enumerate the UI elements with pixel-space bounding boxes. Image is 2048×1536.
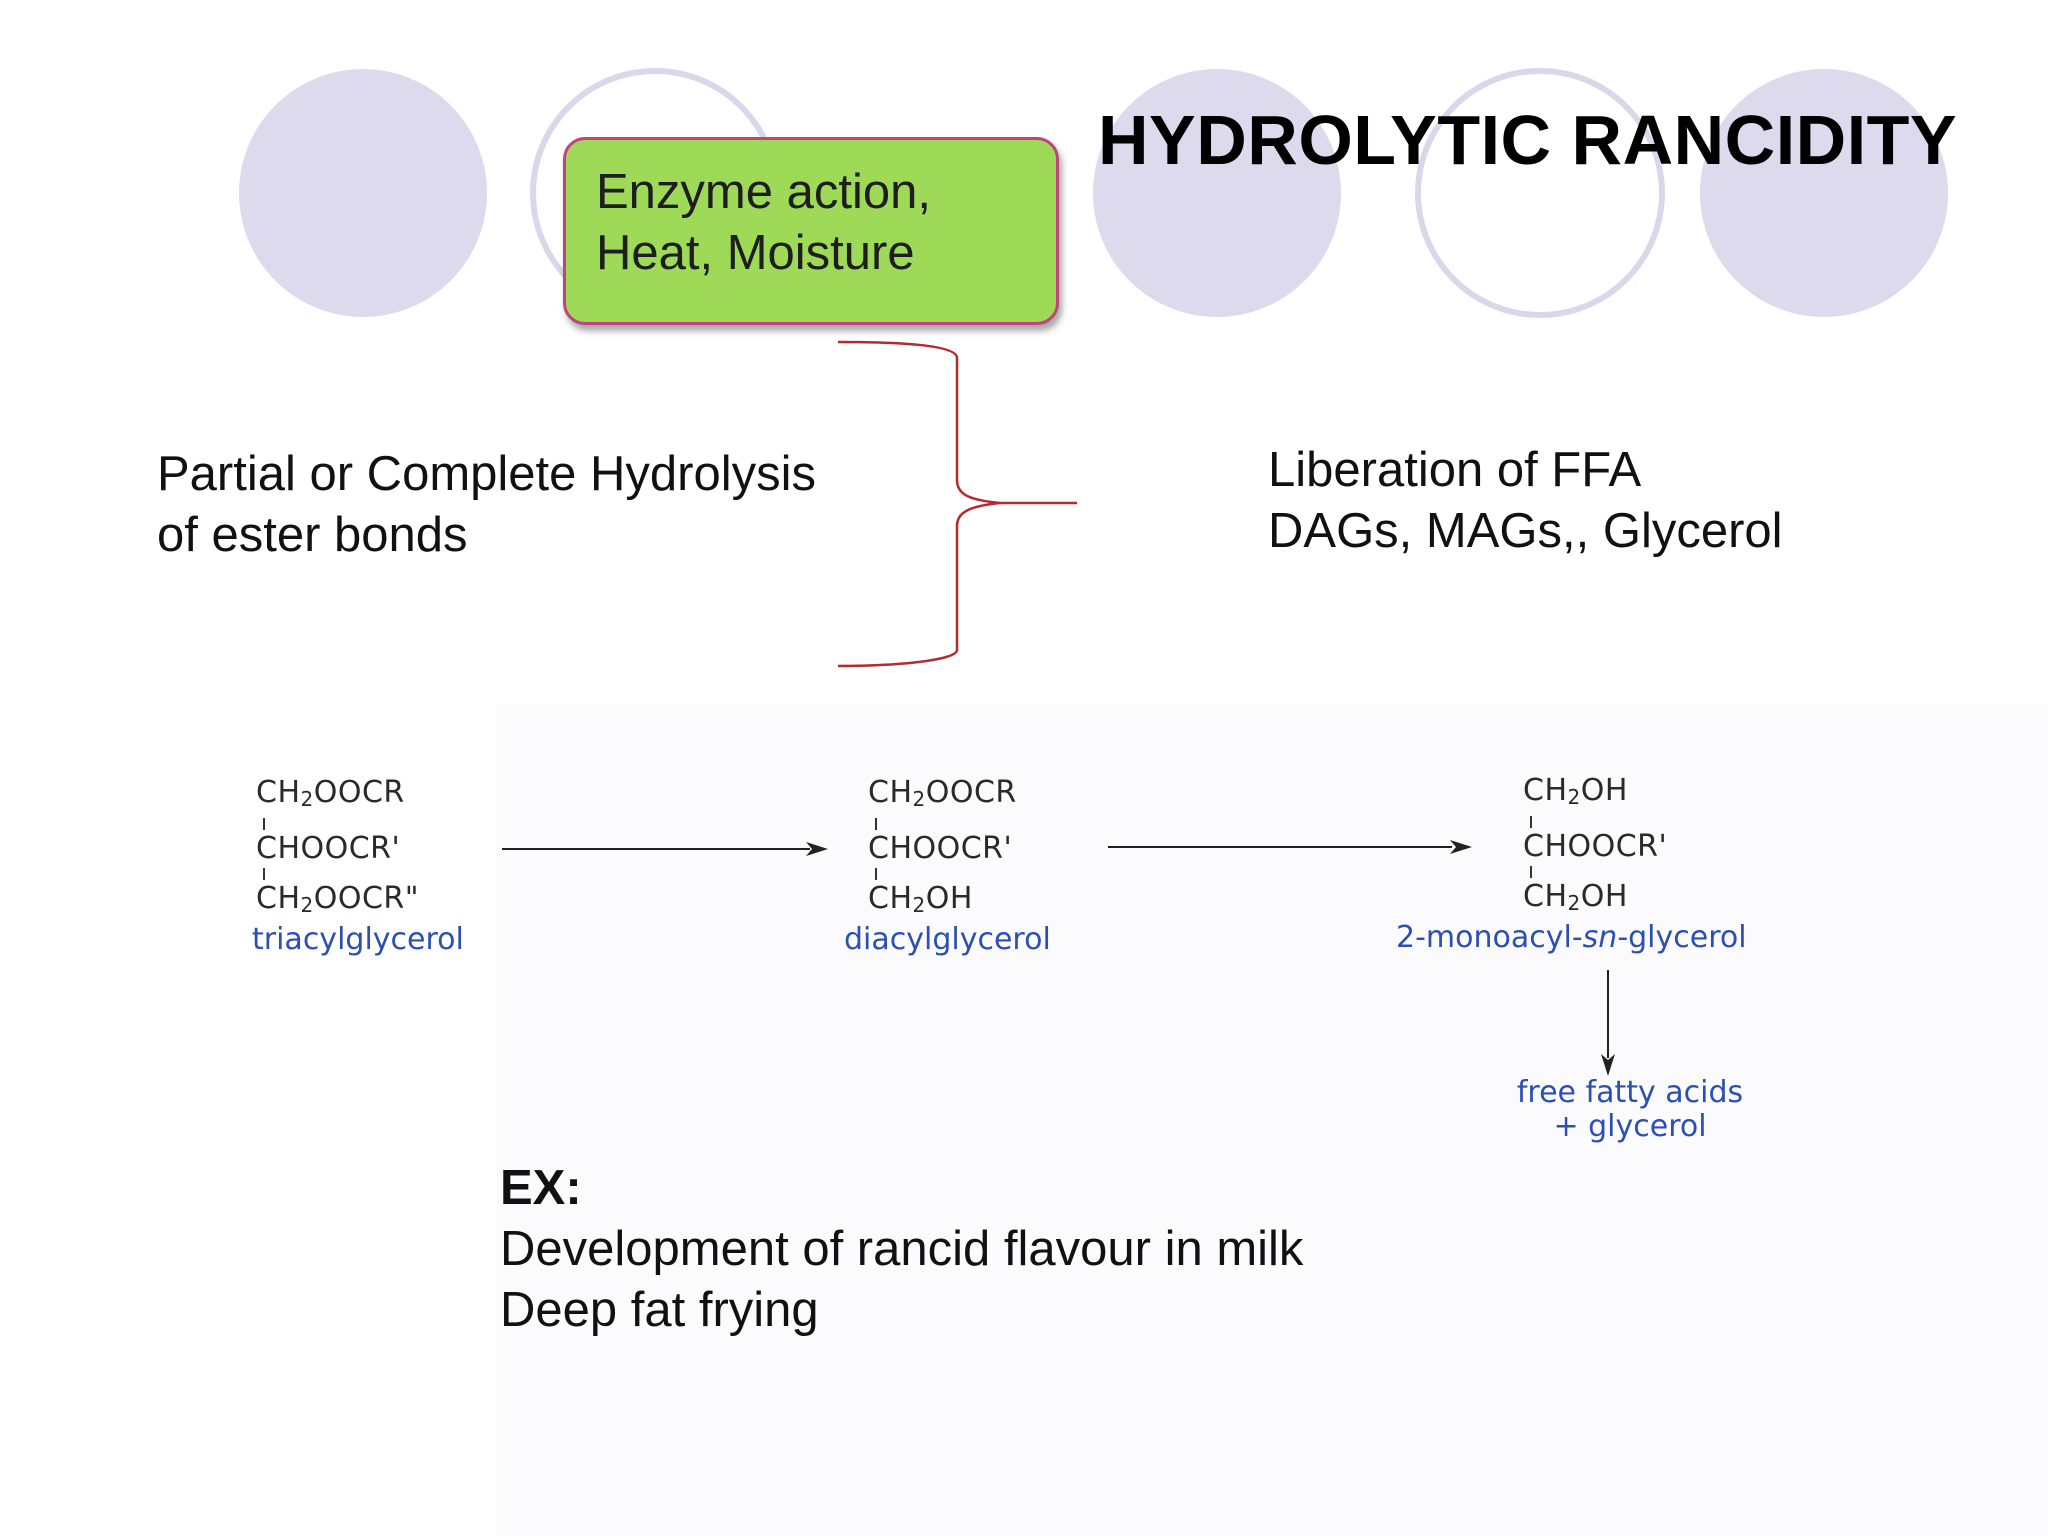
conditions-line-2: Heat, Moisture — [596, 226, 915, 280]
hydrolysis-products: free fatty acids + glycerol — [1470, 1076, 1790, 1144]
decor-circle-filled — [239, 69, 487, 317]
formula-row: CHOOCR' — [1523, 816, 1667, 872]
arrow-down-icon — [1601, 970, 1615, 1076]
examples-block: EX: Development of rancid flavour in mil… — [500, 1158, 1303, 1341]
formula-row: CHOOCR' — [868, 818, 1017, 874]
example-item: Deep fat frying — [500, 1283, 819, 1337]
example-item: Development of rancid flavour in milk — [500, 1222, 1304, 1276]
formula-row: CH2OOCR — [868, 775, 1017, 811]
formula-row: CH2OOCR" — [256, 868, 419, 930]
arrow-right-icon — [1108, 840, 1472, 854]
decor-circle-filled — [1700, 69, 1948, 317]
formula-row: CH2OH — [1523, 773, 1628, 809]
monoacylglycerol-formula: CH2OH CHOOCR' CH2OH — [1523, 766, 1667, 928]
products-line-1: free fatty acids — [1516, 1075, 1744, 1110]
formula-row: CH2OOCR — [256, 775, 405, 811]
triacylglycerol-label: triacylglycerol — [252, 922, 464, 957]
diacylglycerol-formula: CH2OOCR CHOOCR' CH2OH — [868, 768, 1017, 930]
liberation-description: Liberation of FFA DAGs, MAGs,, Glycerol — [1268, 440, 1783, 562]
arrow-right-icon — [502, 842, 828, 856]
conditions-box: Enzyme action, Heat, Moisture — [563, 137, 1059, 325]
hydrolysis-line-1: Partial or Complete Hydrolysis — [157, 447, 816, 501]
monoacylglycerol-label: 2-monoacyl-sn-glycerol — [1396, 920, 1747, 955]
brace-shape — [837, 340, 1077, 668]
decor-circle-filled — [1093, 69, 1341, 317]
examples-heading: EX: — [500, 1161, 582, 1215]
formula-row: CHOOCR' — [256, 818, 419, 874]
slide-title: HYDROLYTIC RANCIDITY — [1098, 101, 1958, 179]
formula-row: CH2OH — [868, 868, 1017, 930]
triacylglycerol-formula: CH2OOCR CHOOCR' CH2OOCR" — [256, 768, 419, 930]
hydrolysis-description: Partial or Complete Hydrolysis of ester … — [157, 444, 816, 566]
liberation-line-2: DAGs, MAGs,, Glycerol — [1268, 504, 1783, 558]
diacylglycerol-label: diacylglycerol — [844, 922, 1051, 957]
liberation-line-1: Liberation of FFA — [1268, 443, 1642, 497]
formula-row: CH2OH — [1523, 866, 1667, 928]
conditions-line-1: Enzyme action, — [596, 165, 931, 219]
reaction-scheme-background — [497, 705, 2048, 1536]
hydrolysis-line-2: of ester bonds — [157, 508, 468, 562]
products-line-2: + glycerol — [1553, 1109, 1707, 1144]
decor-circle-ring — [1415, 68, 1665, 318]
